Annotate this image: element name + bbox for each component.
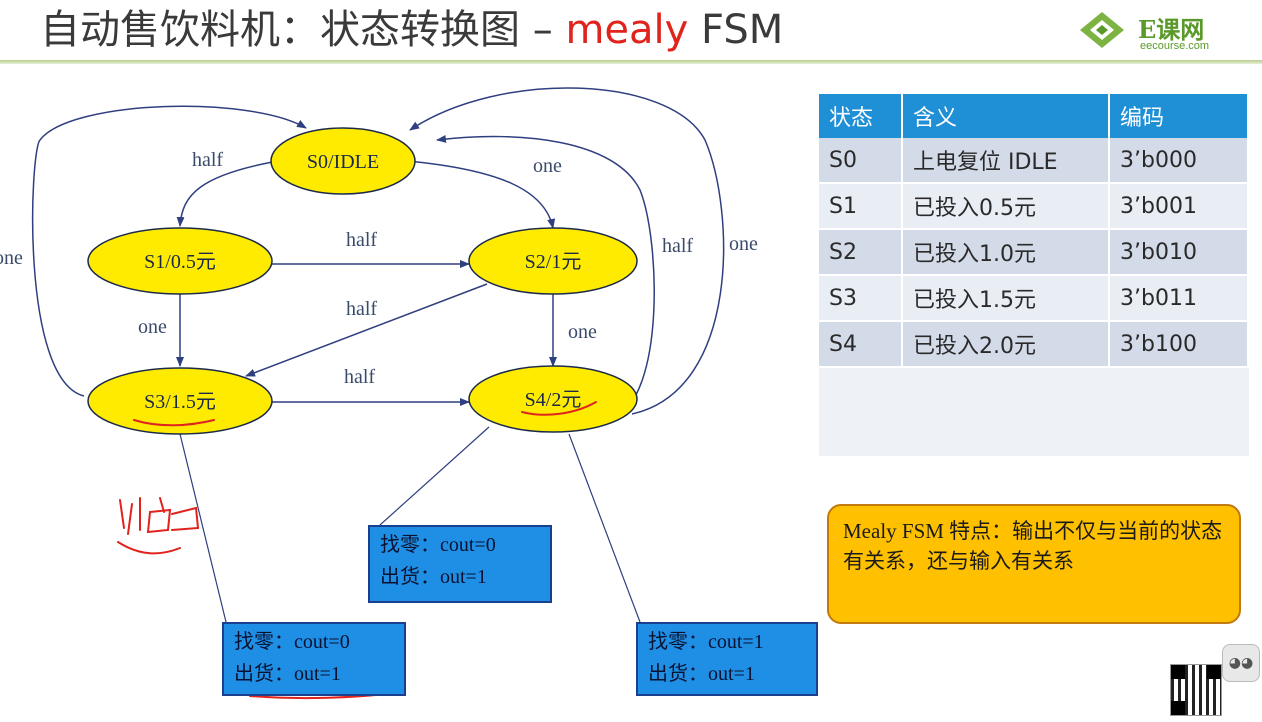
table-row: S0 上电复位 IDLE 3’b000: [819, 138, 1249, 184]
mealy-note: Mealy FSM 特点：输出不仅与当前的状态有关系，还与输入有关系: [827, 504, 1241, 624]
state-s3-label: S3/1.5元: [144, 391, 216, 413]
wechat-icon[interactable]: ◕◕: [1222, 644, 1260, 682]
table-cell: 上电复位 IDLE: [902, 138, 1110, 184]
output-line-1: 找零：cout=0: [234, 631, 350, 653]
state-s1: [87, 227, 273, 295]
edge-s4-s0-one-label: one: [729, 233, 758, 255]
table-row: S4 已投入2.0元 3’b100: [819, 321, 1249, 368]
qr-code-icon: [1170, 664, 1222, 716]
output-box-s4-change: 找零：cout=1 出货：out=1: [636, 622, 818, 696]
output-line-2: 出货：out=1: [648, 663, 755, 685]
edge-s1-s2-label: half: [346, 229, 377, 251]
table-cell: 3’b000: [1109, 138, 1249, 184]
table-cell: S1: [819, 183, 903, 230]
table-row: S1 已投入0.5元 3’b001: [819, 183, 1249, 230]
edge-s0-s1-label: half: [192, 149, 223, 171]
edge-s2-s3-label: half: [346, 298, 377, 320]
edge-s2-s3: [245, 283, 488, 377]
state-diagram: S0/IDLE S1/0.5元 S2/1元 S3/1.5元 S4/2元 half…: [0, 87, 758, 700]
table-cell: 3’b001: [1109, 183, 1249, 230]
state-s2: [468, 227, 638, 295]
edge-s1-s3-label: one: [138, 316, 167, 338]
output-line-1: 找零：cout=1: [648, 631, 764, 653]
table-cell: 已投入1.5元: [902, 275, 1110, 322]
output-line-2: 出货：out=1: [234, 663, 341, 685]
edge-s4-s0-half-label: half: [662, 235, 693, 257]
edge-s3-s4-label: half: [344, 366, 375, 388]
annotation-underline-s3: [133, 419, 215, 427]
table-cell: S3: [819, 275, 903, 322]
edge-s2-s4-label: one: [568, 321, 597, 343]
table-cell: 已投入0.5元: [902, 183, 1110, 230]
state-s0: [270, 127, 416, 195]
table-cell: 已投入2.0元: [902, 321, 1110, 368]
page-title: 自动售饮料机：状态转换图 – mealy FSM: [40, 2, 783, 58]
state-s4-label: S4/2元: [525, 389, 582, 411]
title-highlight: mealy: [565, 7, 689, 53]
logo-icon: [1080, 12, 1124, 48]
edge-s0-s1: [176, 160, 279, 227]
edge-s3-s0: [31, 105, 307, 397]
table-cell: S0: [819, 138, 903, 184]
output-line-2: 出货：out=1: [380, 566, 487, 588]
title-main: 自动售饮料机：状态转换图 –: [40, 7, 566, 53]
edge-s4-s0-one: [409, 87, 725, 415]
table-row: S3 已投入1.5元 3’b011: [819, 275, 1249, 322]
edge-s0-s2: [407, 160, 556, 229]
state-s1-label: S1/0.5元: [144, 251, 216, 273]
logo-name: E课网: [1138, 15, 1205, 44]
edge-s4-s0-half: [436, 134, 655, 419]
annotation-handwriting-scribble: [117, 497, 200, 555]
state-s4: [468, 365, 638, 433]
output-box-s4-no-change: 找零：cout=0 出货：out=1: [368, 525, 552, 603]
logo-sub: eecourse.com: [1140, 40, 1210, 52]
edge-s0-s2-label: one: [533, 155, 562, 177]
table-cell: S4: [819, 321, 903, 368]
table-cell: 已投入1.0元: [902, 229, 1110, 276]
table-header-meaning: 含义: [902, 94, 1110, 138]
annotation-underline-s4: [521, 401, 597, 416]
output-line-1: 找零：cout=0: [380, 534, 496, 556]
table-cell: 3’b011: [1109, 275, 1249, 322]
table-row: S2 已投入1.0元 3’b010: [819, 229, 1249, 276]
state-encoding-table: 状态 含义 编码 S0 上电复位 IDLE 3’b000 S1 已投入0.5元 …: [819, 94, 1249, 456]
table-header-state: 状态: [819, 94, 903, 138]
state-s0-label: S0/IDLE: [307, 151, 379, 173]
table-header-code: 编码: [1109, 94, 1249, 138]
table-cell: 3’b100: [1109, 321, 1249, 368]
connector-s3-output: [179, 433, 227, 623]
connector-s4-output-b: [568, 433, 641, 623]
table-cell: S2: [819, 229, 903, 276]
edge-left-label: one: [0, 247, 23, 269]
state-s3: [87, 367, 273, 435]
title-suffix: FSM: [688, 7, 784, 53]
connector-s4-output-a: [379, 426, 490, 526]
table-cell: 3’b010: [1109, 229, 1249, 276]
title-divider: [0, 60, 1262, 64]
state-s2-label: S2/1元: [525, 251, 582, 273]
logo: E课网 eecourse.com: [1072, 6, 1252, 58]
output-box-s3: 找零：cout=0 出货：out=1: [222, 622, 406, 696]
